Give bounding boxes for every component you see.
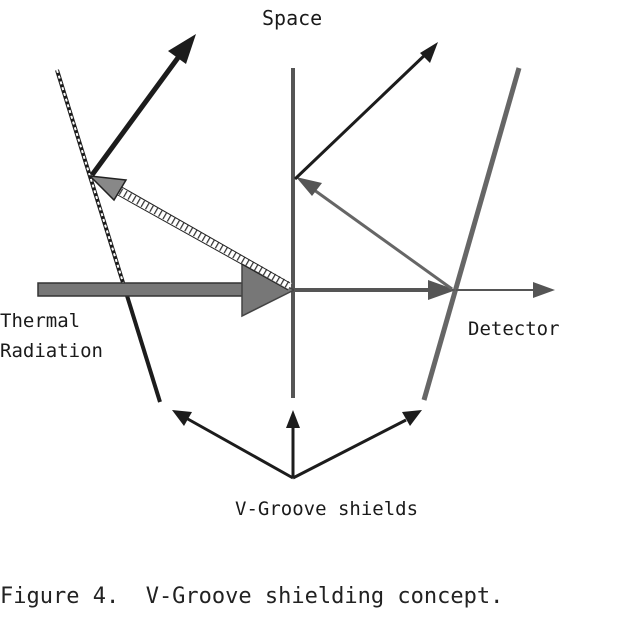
thermal-label-line1: Thermal [0, 310, 81, 332]
transmitted-ray [294, 280, 555, 300]
thermal-radiation-arrow [37, 262, 296, 318]
reflected-ray-right-to-center [296, 177, 453, 291]
escape-ray-center [293, 42, 438, 181]
escape-ray-left [89, 34, 196, 177]
shields-pointer-arrows [172, 410, 422, 480]
space-label: Space [262, 6, 323, 30]
shields-label: V-Groove shields [235, 498, 419, 520]
detector-label: Detector [468, 318, 560, 340]
left-shield [55, 69, 162, 403]
right-shield [421, 67, 522, 401]
thermal-label-line2: Radiation [0, 340, 103, 362]
figure-caption: Figure 4. V-Groove shielding concept. [0, 584, 504, 609]
reflected-ray-to-left [87, 175, 292, 291]
